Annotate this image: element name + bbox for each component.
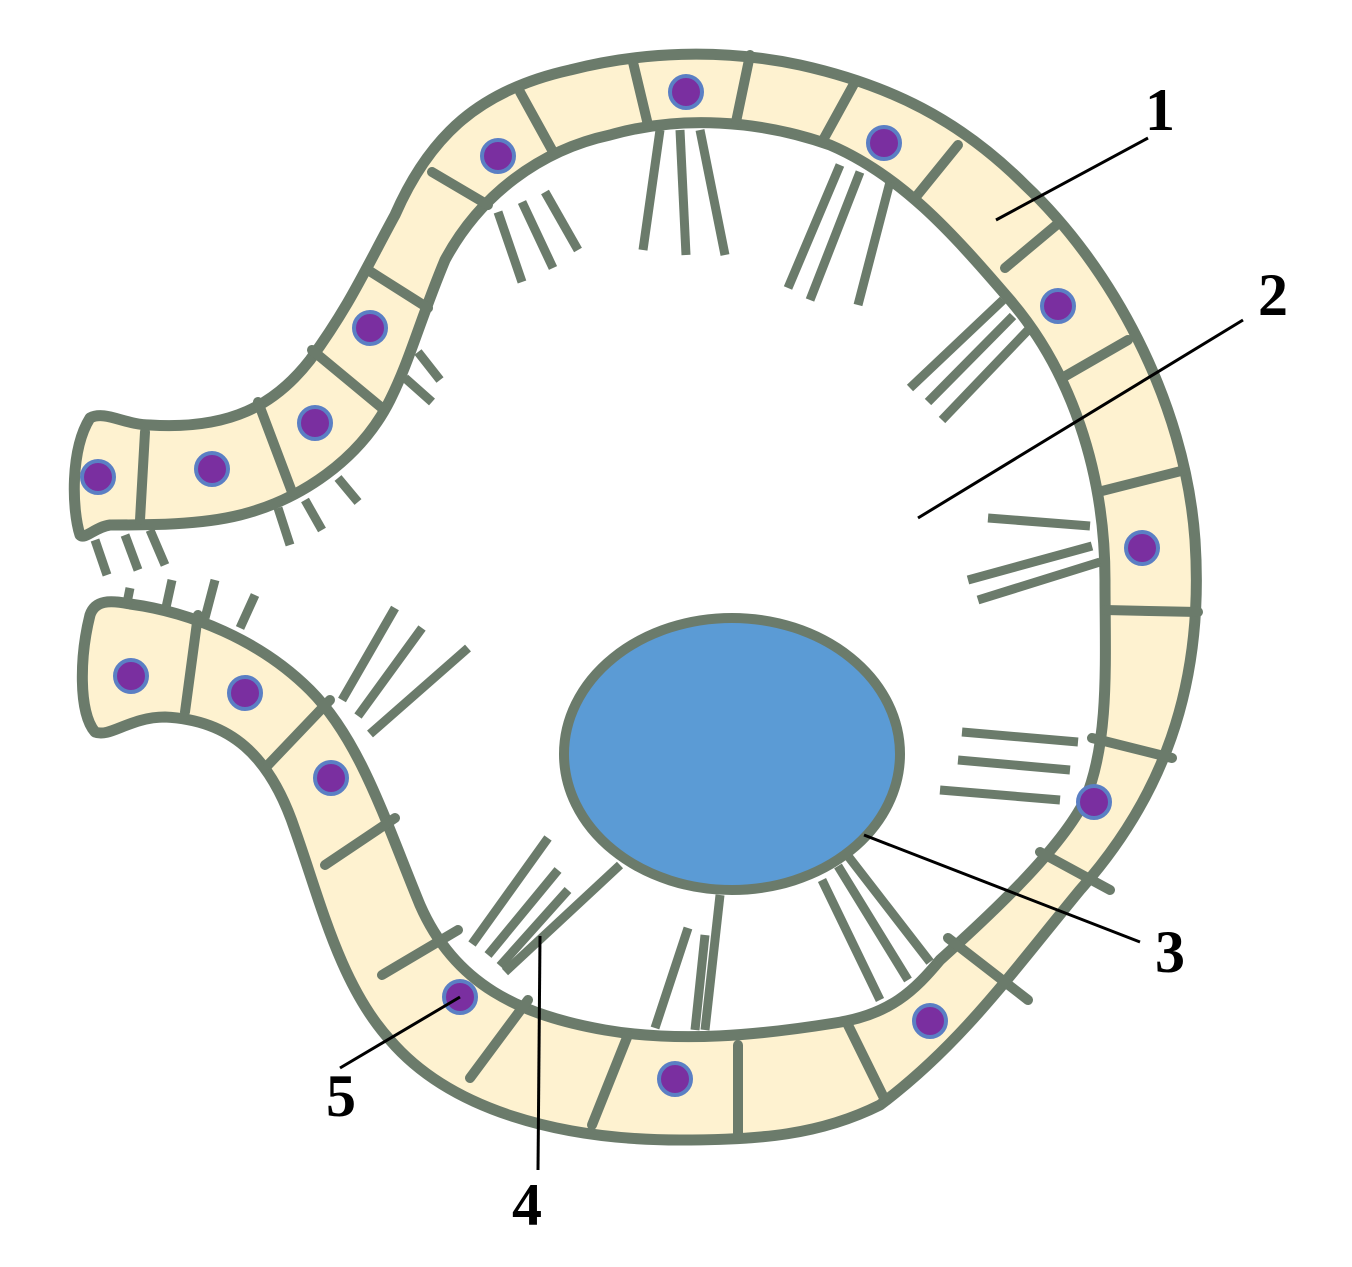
leader-line-1 <box>995 136 1149 222</box>
nucleus <box>297 405 333 441</box>
leader-line-3 <box>863 833 1141 944</box>
leader-line-4 <box>536 935 542 1171</box>
nucleus <box>1076 784 1112 820</box>
nucleus <box>313 760 349 796</box>
leader-line-5 <box>339 995 461 1070</box>
nucleus <box>866 125 902 161</box>
cilia <box>90 129 1102 1031</box>
nucleus <box>352 310 388 346</box>
nucleus <box>668 74 704 110</box>
vacuole <box>559 613 905 895</box>
nucleus <box>227 675 263 711</box>
label-3: 3 <box>1155 919 1185 985</box>
nucleus <box>113 658 149 694</box>
cell-walls <box>135 50 1203 1143</box>
number-labels: 1 2 3 4 5 <box>326 77 1288 1238</box>
label-5: 5 <box>326 1063 356 1129</box>
nucleus <box>1124 530 1160 566</box>
nucleus <box>1040 288 1076 324</box>
nucleus <box>657 1061 693 1097</box>
nucleus <box>480 138 516 174</box>
epithelial-band <box>68 48 1202 1146</box>
cell-nuclei <box>80 74 1160 1097</box>
nucleus <box>912 1003 948 1039</box>
nucleus <box>80 459 116 495</box>
label-1: 1 <box>1145 77 1175 143</box>
label-4: 4 <box>512 1172 542 1238</box>
nucleus <box>194 451 230 487</box>
leader-line-2 <box>917 318 1244 520</box>
leader-lines <box>339 136 1244 1171</box>
label-2: 2 <box>1258 262 1288 328</box>
